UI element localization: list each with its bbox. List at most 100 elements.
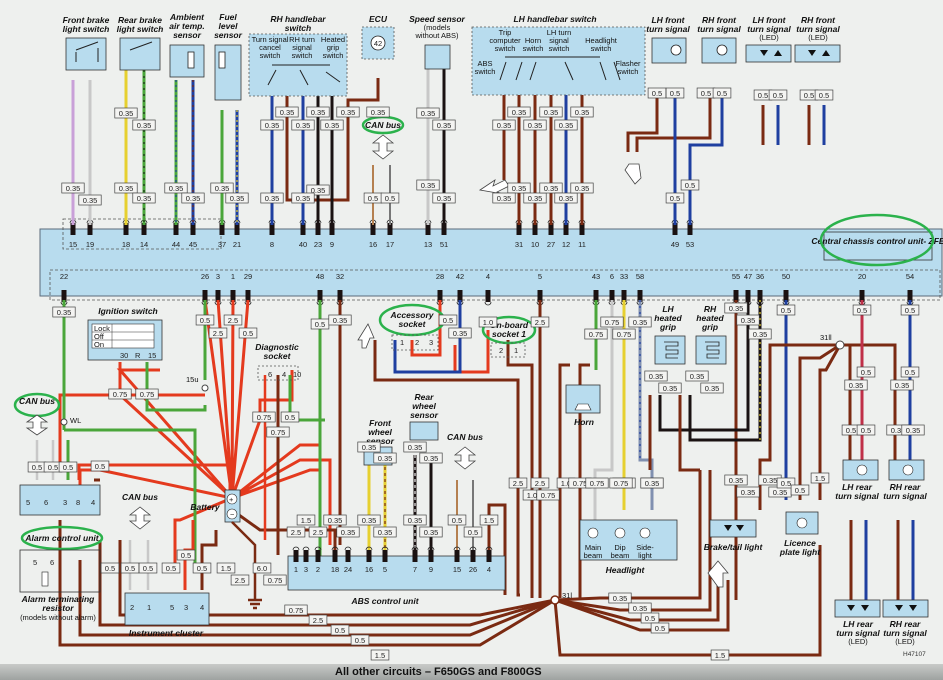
- wire-gauge-abs: 0.35: [357, 514, 381, 526]
- wire-gauge-battery: 1.5: [216, 562, 236, 574]
- svg-text:Front: Front: [369, 418, 392, 428]
- rh-handlebar-switch: RH handlebar switch Turn signal cancel s…: [248, 14, 348, 97]
- node-wl: [60, 418, 68, 426]
- svg-text:turn signal: turn signal: [796, 24, 840, 34]
- svg-text:Instrument cluster: Instrument cluster: [129, 628, 204, 638]
- wire-gauge-value: 2.5: [535, 479, 545, 488]
- svg-text:3: 3: [429, 338, 433, 347]
- svg-text:signal: signal: [549, 36, 569, 45]
- wire-gauge-zfe-bottom: 0.35: [736, 314, 760, 326]
- wire-gauge-rh-switch: 0.35: [260, 192, 284, 204]
- wire-gauge-abs: 2.5: [286, 526, 306, 538]
- rh-rear-turn-signal: RH rear turn signal: [883, 459, 927, 501]
- wire-gauge-grips: 0.35: [644, 370, 668, 382]
- svg-text:6: 6: [44, 498, 48, 507]
- licence-plate-light: Licence plate light: [779, 511, 821, 557]
- svg-text:signal: signal: [292, 43, 312, 52]
- svg-text:switch: switch: [323, 51, 344, 60]
- wire-gauge-value: 0.75: [271, 428, 286, 437]
- svg-text:ABS control unit: ABS control unit: [350, 596, 419, 606]
- abs-pin-number: 18: [331, 565, 339, 574]
- svg-text:Rear: Rear: [415, 392, 435, 402]
- wire-gauge-wheel-sensors: 0.35: [419, 452, 443, 464]
- wire-gauge-value: 0.35: [265, 121, 280, 130]
- wire-gauge-value: 0.5: [368, 194, 378, 203]
- wire-gauge-ground-bus: 1.5: [370, 649, 390, 661]
- wire-gauge-value: 0.35: [341, 528, 356, 537]
- wire-gauge-rh-switch: 0.35: [306, 184, 330, 196]
- wire-gauge-value: 0.35: [544, 108, 559, 117]
- wire-gauge-abs: 0.5: [463, 526, 483, 538]
- zfe-bottom-pin-number: 20: [858, 272, 866, 281]
- wire-gauge-value: 0.35: [729, 476, 744, 485]
- horn: Horn: [565, 384, 601, 427]
- svg-text:CAN bus: CAN bus: [365, 120, 401, 130]
- svg-text:5: 5: [170, 603, 174, 612]
- on-board-socket: On-board socket 1 2 1: [481, 315, 537, 358]
- wire-gauge-value: 0.35: [280, 108, 295, 117]
- zfe-bottom-pin-number: 1: [231, 272, 235, 281]
- zfe-top-pin-number: 44: [172, 240, 180, 249]
- zfe-bottom-pin-number: 32: [336, 272, 344, 281]
- wire-gauge-value: 0.5: [861, 426, 871, 435]
- wire-gauge-zfe-bottom: 0.35: [724, 302, 748, 314]
- svg-text:On: On: [94, 340, 104, 349]
- wire-gauge-ambient: 0.35: [164, 182, 188, 194]
- wire-gauge-value: 1.0: [561, 479, 571, 488]
- wire-gauge-wheel-sensors: 0.35: [403, 441, 427, 453]
- svg-text:level: level: [219, 21, 239, 31]
- alarm-terminating-resistor: 5 6 Alarm terminating resistor (models w…: [19, 549, 101, 622]
- svg-text:computer: computer: [489, 36, 521, 45]
- rear-brake-light-switch: Rear brake light switch: [117, 15, 163, 71]
- abs-pin: 3: [302, 546, 310, 574]
- wire-gauge-lh-switch: 0.35: [570, 182, 594, 194]
- wire-gauge-value: 0.35: [512, 108, 527, 117]
- wire-gauge-value: 0.5: [452, 516, 462, 525]
- zfe-top-pin-number: 18: [122, 240, 130, 249]
- svg-text:turn signal: turn signal: [646, 24, 690, 34]
- svg-text:Main: Main: [585, 543, 601, 552]
- direction-arrow: [707, 560, 729, 588]
- zfe-bottom-pin-number: 55: [732, 272, 740, 281]
- svg-text:Horn: Horn: [574, 417, 594, 427]
- wire-gauge-value: 0.35: [575, 184, 590, 193]
- svg-text:RH front: RH front: [702, 15, 737, 25]
- wire-gauge-diagnostic: 0.75: [266, 426, 290, 438]
- wire-gauge-value: 0.5: [861, 368, 871, 377]
- alarm-control-unit: 5 6 3 8 4 Alarm control unit: [19, 484, 104, 551]
- abs-pin: 7: [411, 546, 419, 574]
- zfe-top-pin-number: 27: [547, 240, 555, 249]
- wire-gauge-value: 0.5: [717, 89, 727, 98]
- abs-pin-number: 26: [469, 565, 477, 574]
- wire-gauge-value: 2.5: [513, 479, 523, 488]
- wire-gauge-headlight: 0.75: [585, 477, 609, 489]
- svg-text:sensor: sensor: [366, 436, 395, 446]
- zfe-top-pin-number: 51: [440, 240, 448, 249]
- zfe-bottom-pin-number: 28: [436, 272, 444, 281]
- wire-gauge-value: 0.35: [741, 488, 756, 497]
- wire-gauge-horn-area: 0.75: [536, 489, 560, 501]
- wire-gauge-value: 0.35: [378, 454, 393, 463]
- wire-gauge-ground-bus: 0.5: [330, 624, 350, 636]
- wire-gauge-zfe-bottom: 0.5: [310, 318, 330, 330]
- wire-gauge-value: 0.35: [633, 318, 648, 327]
- wire-gauge-value: 0.35: [512, 184, 527, 193]
- wire-gauge-value: 0.5: [166, 564, 176, 573]
- wire-gauge-value: 0.5: [355, 636, 365, 645]
- wire-gauge-abs: 0.35: [419, 526, 443, 538]
- svg-text:beam: beam: [611, 551, 630, 560]
- wire-gauge-value: 0.35: [663, 384, 678, 393]
- wire-gauge-front-turn: 0.5: [696, 87, 716, 99]
- wire-gauge-value: 0.5: [670, 194, 680, 203]
- zfe-top-pin-number: 19: [86, 240, 94, 249]
- lh-rear-turn-signal: LH rear turn signal: [835, 459, 879, 501]
- svg-text:beam: beam: [584, 551, 603, 560]
- svg-text:CAN bus: CAN bus: [19, 396, 55, 406]
- wire-gauge-value: 0.35: [497, 121, 512, 130]
- svg-text:LH: LH: [662, 304, 674, 314]
- svg-text:1: 1: [147, 603, 151, 612]
- svg-text:sensor: sensor: [214, 30, 243, 40]
- svg-text:grip: grip: [659, 322, 676, 332]
- wire-gauge-value: 0.5: [645, 614, 655, 623]
- wire-gauge-value: 0.35: [311, 108, 326, 117]
